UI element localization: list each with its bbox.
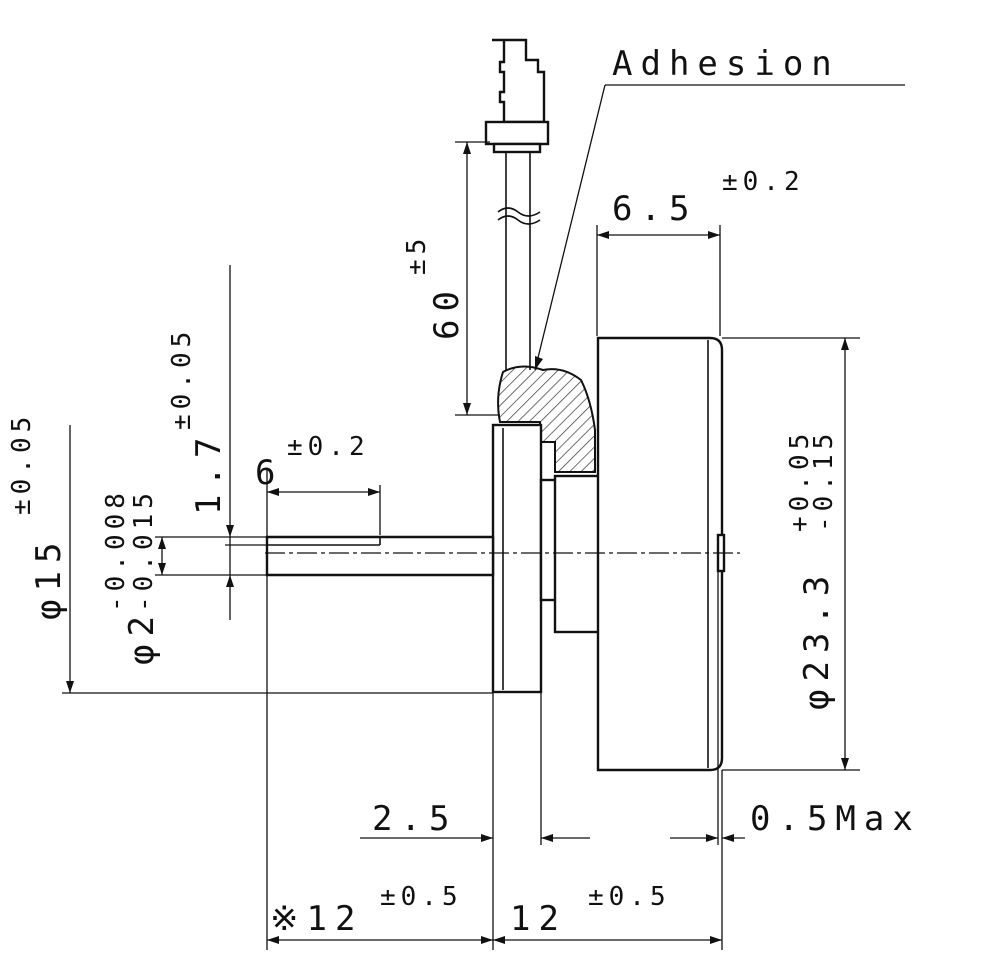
- flange: [491, 423, 543, 694]
- connector: [484, 38, 550, 154]
- flange-dia-value: φ15: [29, 535, 69, 620]
- dimension-lines: [62, 84, 905, 950]
- body-dia-tol-lower: -0.15: [809, 429, 839, 532]
- flat-length-tol: ±0.2: [287, 432, 370, 462]
- cable-length-tol: ±5: [402, 234, 432, 275]
- flat-length-value: 6: [255, 453, 283, 493]
- motor-length-value: 12: [510, 899, 567, 939]
- shaft-length-tol: ±0.5: [380, 882, 463, 912]
- shaft-dia-tol-lower: -0.015: [129, 488, 159, 612]
- shaft-dia-tol-upper: -0.008: [101, 488, 131, 612]
- motor-body: [596, 336, 724, 772]
- flat-depth-tol: ±0.05: [167, 327, 197, 430]
- protrusion-value: 0.5Max: [750, 799, 921, 839]
- shaft-dia-value: φ2: [122, 608, 162, 665]
- motor-length-tol: ±0.5: [588, 882, 671, 912]
- flat-depth-value: 1.7: [189, 430, 229, 515]
- body-dia-tol-upper: +0.05: [785, 429, 815, 532]
- body-width-tol: ±0.2: [722, 167, 805, 197]
- flange-thk-value: 2.5: [372, 799, 457, 839]
- body-width-value: 6.5: [612, 189, 697, 229]
- shaft-length-value: ※12: [270, 899, 363, 939]
- flange-dia-tol: ±0.05: [7, 412, 37, 515]
- arrowheads: [66, 142, 849, 944]
- body-dia-value: φ23.3: [797, 568, 837, 710]
- cable-length-value: 60: [427, 283, 467, 340]
- adhesion-label: Adhesion: [612, 44, 840, 84]
- cable: [497, 152, 541, 370]
